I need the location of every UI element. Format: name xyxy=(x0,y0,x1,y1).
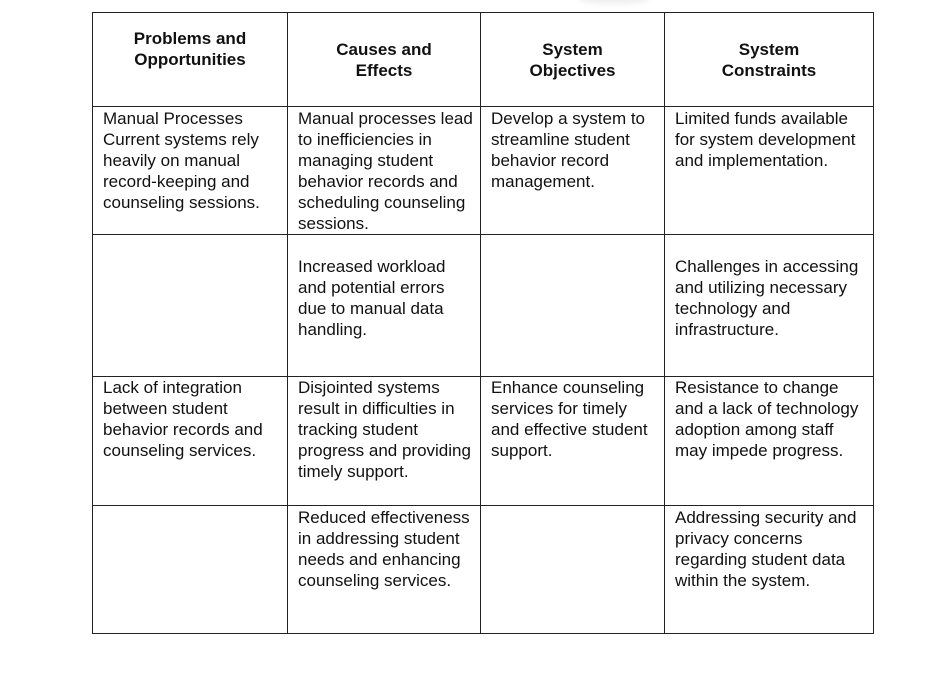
table-cell xyxy=(92,234,288,377)
table-cell xyxy=(480,505,665,634)
table-cell: Reduced effectiveness in addressing stud… xyxy=(287,505,481,634)
table-cell: Develop a system to streamline student b… xyxy=(480,106,665,235)
pso-table: Problems and Opportunities Causes and Ef… xyxy=(92,12,874,634)
header-problems-opportunities: Problems and Opportunities xyxy=(92,12,288,107)
table-cell: Addressing security and privacy concerns… xyxy=(664,505,874,634)
table-cell: Disjointed systems result in difficultie… xyxy=(287,376,481,506)
table-cell: Manual processes lead to inefficiencies … xyxy=(287,106,481,235)
table-row: Increased workload and potential errors … xyxy=(92,234,874,377)
table-cell: Limited funds available for system devel… xyxy=(664,106,874,235)
table-cell: Lack of integration between student beha… xyxy=(92,376,288,506)
header-causes-effects: Causes and Effects xyxy=(287,12,481,107)
table-row: Reduced effectiveness in addressing stud… xyxy=(92,505,874,634)
table-row: Manual Processes Current systems rely he… xyxy=(92,106,874,235)
table-cell: Challenges in accessing and utilizing ne… xyxy=(664,234,874,377)
top-shadow-decoration xyxy=(578,0,650,4)
table-cell: Manual Processes Current systems rely he… xyxy=(92,106,288,235)
table-cell xyxy=(480,234,665,377)
table-header-row: Problems and Opportunities Causes and Ef… xyxy=(92,12,874,107)
table-cell: Increased workload and potential errors … xyxy=(287,234,481,377)
table-row: Lack of integration between student beha… xyxy=(92,376,874,506)
table-cell: Resistance to change and a lack of techn… xyxy=(664,376,874,506)
table-cell xyxy=(92,505,288,634)
header-system-objectives: System Objectives xyxy=(480,12,665,107)
header-system-constraints: System Constraints xyxy=(664,12,874,107)
table-cell: Enhance counseling services for timely a… xyxy=(480,376,665,506)
